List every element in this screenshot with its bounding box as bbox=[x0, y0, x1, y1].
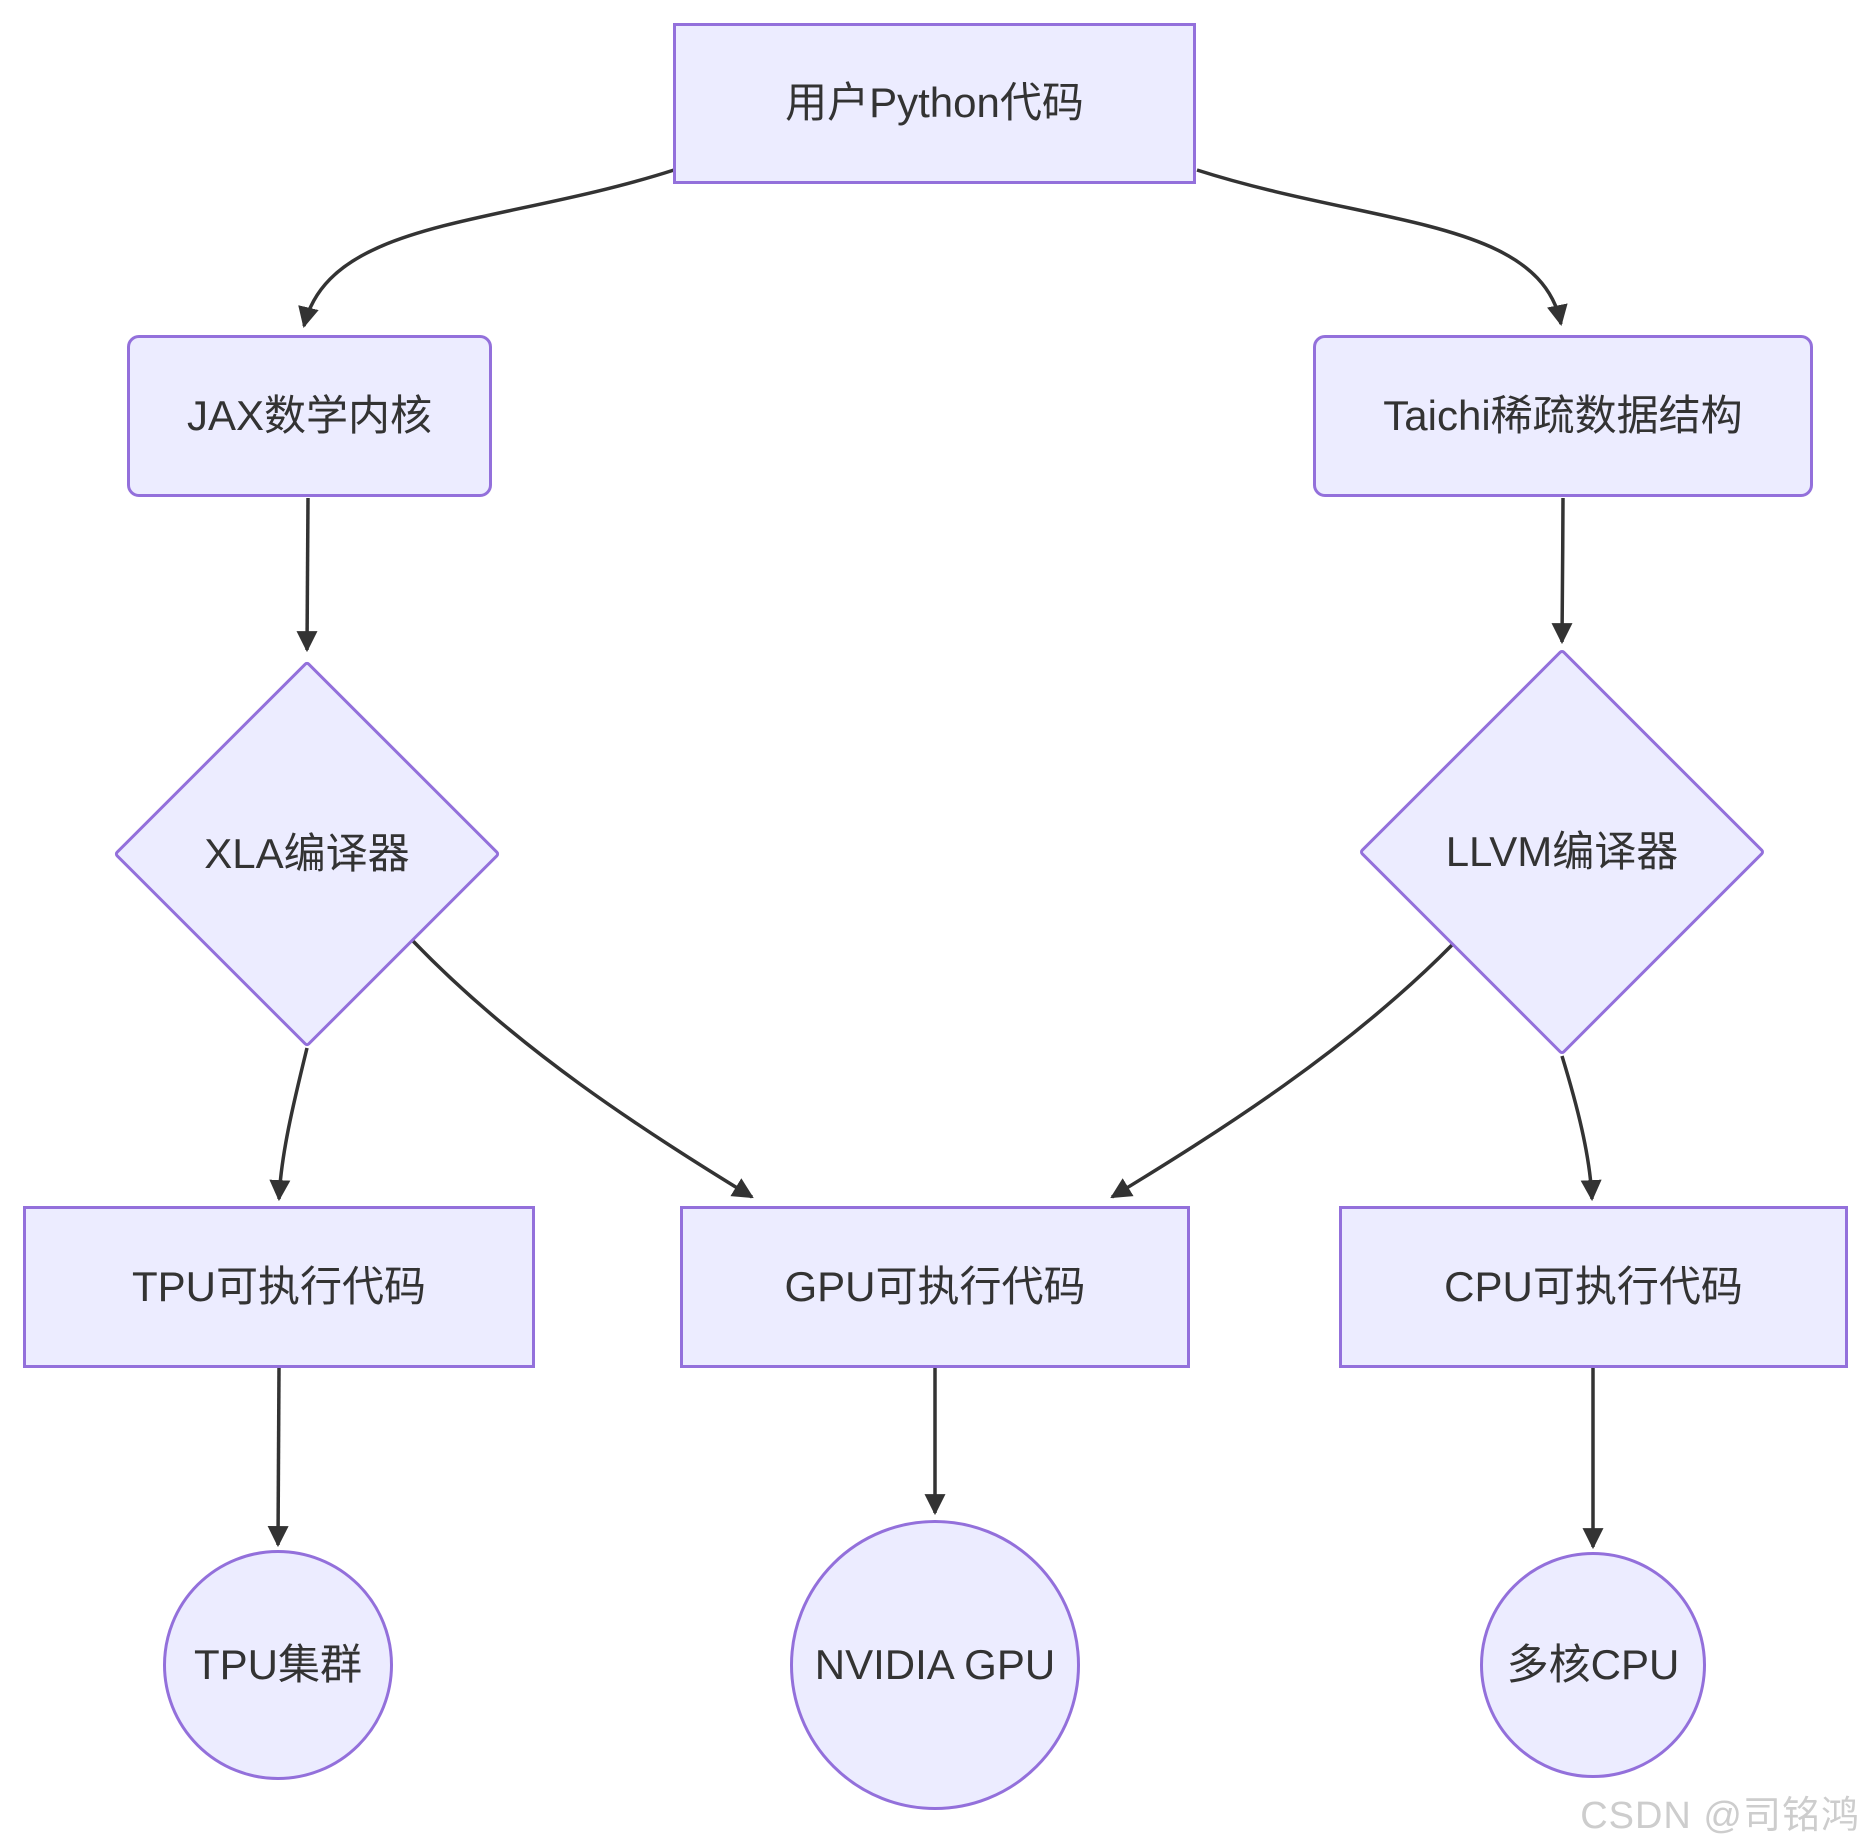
node-cpu-executable-code-label: CPU可执行代码 bbox=[1444, 1262, 1743, 1310]
node-user-python-code-label: 用户Python代码 bbox=[785, 79, 1084, 127]
node-llvm-compiler-label-wrap: LLVM编译器 bbox=[1421, 711, 1703, 993]
node-multicore-cpu: 多核CPU bbox=[1480, 1552, 1706, 1778]
node-cpu-executable-code: CPU可执行代码 bbox=[1339, 1206, 1848, 1368]
edge-tpu-code-to-tpu-cluster bbox=[267, 1367, 289, 1548]
node-xla-compiler-label-wrap: XLA编译器 bbox=[173, 720, 441, 988]
node-nvidia-gpu-label: NVIDIA GPU bbox=[814, 1640, 1056, 1688]
node-jax-math-kernel: JAX数学内核 bbox=[127, 335, 492, 497]
node-tpu-cluster-label: TPU集群 bbox=[193, 1640, 362, 1688]
node-tpu-executable-code: TPU可执行代码 bbox=[23, 1206, 535, 1368]
edge-llvm-to-cpu-code bbox=[1560, 1055, 1602, 1202]
edge-xla-to-tpu-code bbox=[269, 1047, 309, 1202]
edge-taichi-to-llvm bbox=[1551, 497, 1573, 645]
edge-llvm-to-gpu-code bbox=[1110, 943, 1454, 1199]
node-tpu-executable-code-label: TPU可执行代码 bbox=[131, 1262, 426, 1310]
edge-user-python-to-jax bbox=[298, 168, 675, 329]
node-multicore-cpu-label: 多核CPU bbox=[1506, 1640, 1680, 1688]
node-nvidia-gpu: NVIDIA GPU bbox=[790, 1520, 1080, 1810]
edge-xla-to-gpu-code bbox=[411, 939, 754, 1199]
node-gpu-executable-code: GPU可执行代码 bbox=[680, 1206, 1190, 1368]
node-llvm-compiler-label: LLVM编译器 bbox=[1445, 827, 1679, 875]
edge-jax-to-xla bbox=[296, 497, 318, 653]
edge-user-python-to-taichi bbox=[1196, 168, 1568, 327]
node-taichi-sparse-structure-label: Taichi稀疏数据结构 bbox=[1383, 391, 1743, 439]
node-jax-math-kernel-label: JAX数学内核 bbox=[186, 391, 433, 439]
node-tpu-cluster: TPU集群 bbox=[163, 1550, 393, 1780]
node-user-python-code: 用户Python代码 bbox=[673, 23, 1196, 184]
node-gpu-executable-code-label: GPU可执行代码 bbox=[784, 1262, 1086, 1310]
node-taichi-sparse-structure: Taichi稀疏数据结构 bbox=[1313, 335, 1813, 497]
node-xla-compiler-label: XLA编译器 bbox=[204, 829, 410, 877]
csdn-watermark: CSDN @司铭鸿 bbox=[1580, 1795, 1860, 1834]
